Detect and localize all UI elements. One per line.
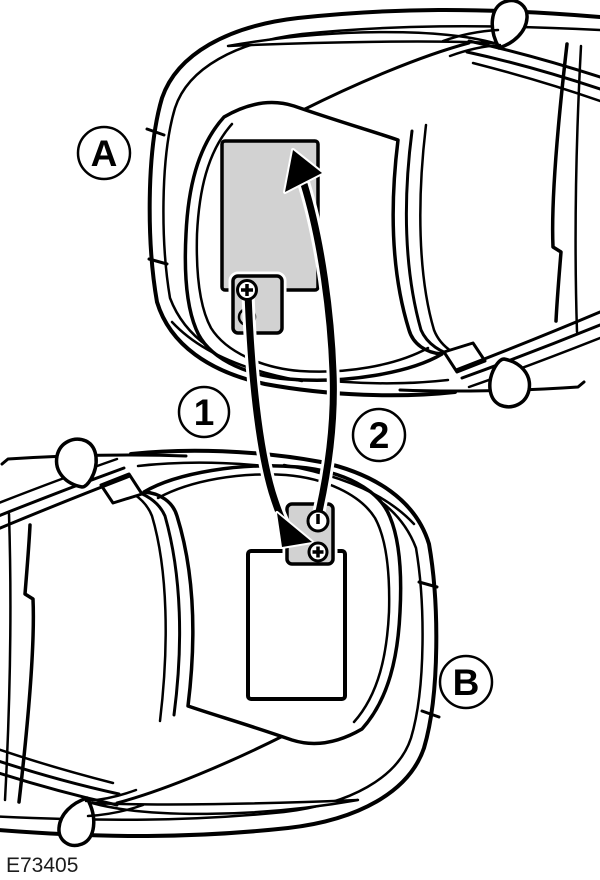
callout-vehicle-b: B [438, 654, 494, 710]
vehicle-a [145, 0, 600, 409]
callout-vehicle-b-label: B [453, 662, 480, 703]
vehicle-b [0, 437, 441, 848]
phillips-screw-icon [307, 541, 329, 563]
curved-arrow-up-icon [283, 148, 340, 523]
callout-step-2-label: 2 [369, 415, 390, 456]
callout-step-1-label: 1 [194, 392, 215, 433]
phillips-screw-icon [236, 279, 258, 301]
callout-vehicle-a-label: A [91, 133, 118, 174]
module-panel-b [246, 549, 347, 701]
callout-vehicle-a: A [76, 125, 132, 181]
screw-hole-icon [306, 509, 330, 533]
callout-step-1: 1 [177, 385, 231, 439]
curved-arrow-down-icon [241, 286, 314, 549]
figure-code: E73405 [6, 854, 78, 877]
callout-step-2: 2 [351, 407, 407, 463]
